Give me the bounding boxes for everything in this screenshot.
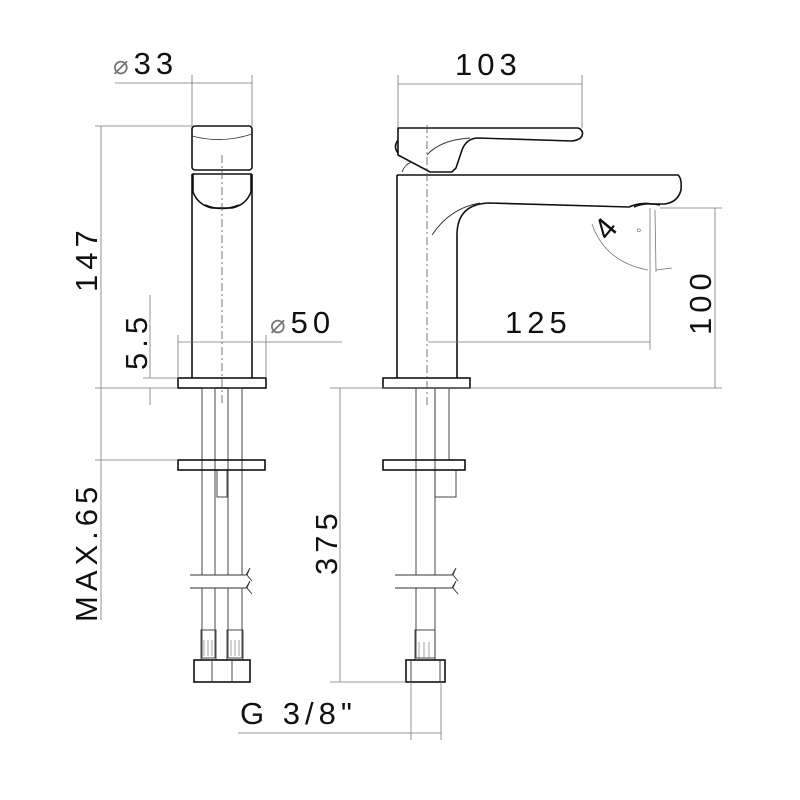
front-connector-nut [193,659,251,683]
side-view [382,125,682,683]
dim-base-thickness: 5.5 [119,312,154,370]
side-base-plate [382,377,471,389]
front-view [150,125,267,683]
dim-base-diameter: ⌀50 [270,305,335,340]
dim-spout-angle: 4 [587,207,628,247]
side-dimensions: 103 125 100 4 ° 375 G 3/8" [238,47,722,740]
front-hose-right [227,387,243,659]
front-hose-left [201,387,216,659]
dim-spout-height: 100 [683,268,718,335]
side-break-mark [395,567,459,595]
dim-spout-reach: 125 [505,305,572,340]
side-hose [415,387,436,659]
front-handle-cap [191,125,253,171]
front-dimensions: ⌀33 147 5.5 ⌀50 MAX.65 [69,46,342,622]
side-lever-handle [397,127,584,173]
dim-hose-length: 375 [309,508,344,575]
side-valve-stud [434,387,450,461]
dim-max-deck-thickness: MAX.65 [69,482,104,622]
front-base-plate [177,377,267,389]
front-threaded-stud [216,469,228,498]
side-connector-nut [405,659,446,683]
degree-symbol: ° [636,225,647,241]
dim-thread-size: G 3/8" [240,696,357,731]
dim-handle-length: 103 [455,47,522,82]
dim-top-diameter: ⌀33 [113,46,178,81]
dim-total-height: 147 [69,225,104,292]
front-fixing-washer [177,459,266,471]
front-break-mark [190,567,253,595]
side-fixing-washer [382,459,466,471]
